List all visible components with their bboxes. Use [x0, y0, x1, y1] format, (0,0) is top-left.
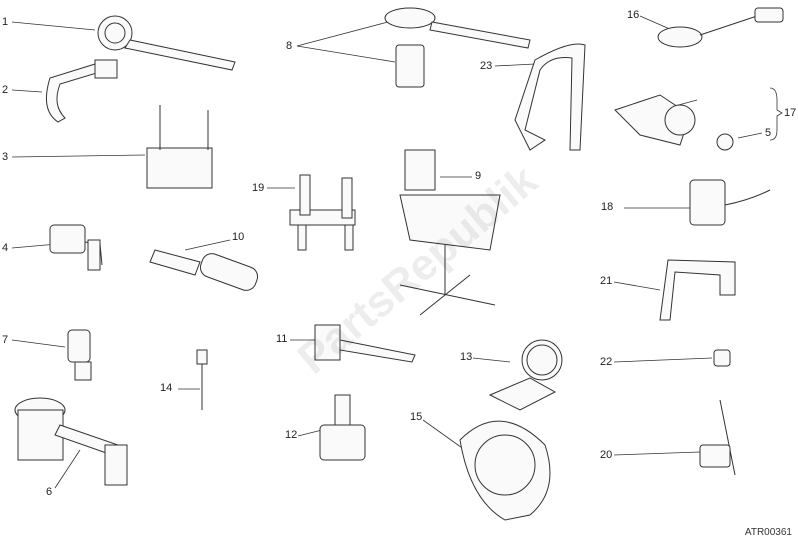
leader-lines	[11, 15, 783, 489]
callout-1: 1	[2, 16, 9, 28]
callout-15: 15	[410, 411, 423, 423]
callout-5: 5	[765, 127, 772, 139]
callout-3: 3	[2, 151, 9, 163]
tool-shapes	[14, 7, 784, 521]
callout-18: 18	[601, 201, 614, 213]
callout-21: 21	[600, 275, 613, 287]
callout-6: 6	[46, 486, 53, 498]
callout-11: 11	[276, 333, 288, 345]
callout-22: 22	[600, 356, 613, 368]
callout-7: 7	[2, 334, 9, 346]
callout-10: 10	[232, 231, 245, 243]
callout-13: 13	[460, 351, 473, 363]
callout-23: 23	[480, 60, 493, 72]
callout-17: 17	[784, 107, 797, 119]
callout-9: 9	[475, 170, 482, 182]
callout-4: 4	[2, 242, 9, 254]
callout-16: 16	[627, 9, 640, 21]
callout-2: 2	[2, 84, 9, 96]
callout-12: 12	[285, 429, 298, 441]
diagram-code: ATR00361	[744, 527, 792, 538]
callout-8: 8	[286, 40, 293, 52]
callout-14: 14	[160, 382, 173, 394]
callout-20: 20	[600, 449, 613, 461]
callout-19: 19	[252, 182, 265, 194]
